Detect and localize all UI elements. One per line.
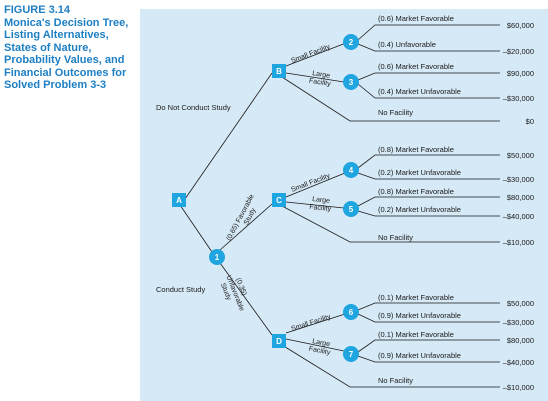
svg-text:C: C — [276, 196, 282, 205]
outcome-label: (0.4) Market Unfavorable — [378, 87, 461, 96]
branch-line — [285, 201, 345, 209]
svg-text:B: B — [276, 67, 282, 76]
outcome-label: (0.4) Unfavorable — [378, 40, 436, 49]
outcome-label: (0.9) Market Unfavorable — [378, 311, 461, 320]
payoff-value: –$30,000 — [503, 94, 534, 103]
no-facility-label: No Facility — [378, 233, 413, 242]
payoff-value: –$20,000 — [503, 47, 534, 56]
no-facility-label: No Facility — [378, 108, 413, 117]
figure-number: FIGURE 3.14 — [4, 4, 71, 16]
payoff-value: $50,000 — [507, 151, 534, 160]
branch-line — [357, 72, 500, 81]
chance-node-6: 6 — [343, 304, 359, 320]
svg-text:Facility: Facility — [308, 78, 331, 88]
svg-text:Large: Large — [312, 70, 331, 80]
decision-node-C: C — [272, 193, 286, 207]
branch-line — [357, 43, 500, 52]
no-facility-label: No Facility — [378, 376, 413, 385]
outcome-label: (0.6) Market Favorable — [378, 14, 454, 23]
branch-line — [219, 262, 273, 336]
do-not-conduct-study-label: Do Not Conduct Study — [156, 103, 231, 112]
svg-text:Large: Large — [312, 196, 331, 205]
outcome-label: (0.1) Market Favorable — [378, 293, 454, 302]
branch-line — [357, 302, 500, 311]
outcome-label: (0.9) Market Unfavorable — [378, 351, 461, 360]
branch-line — [179, 204, 213, 253]
branch-line — [357, 196, 500, 207]
payoff-value: $50,000 — [507, 299, 534, 308]
branch-line — [357, 154, 500, 169]
figure-title: Monica's Decision Tree, Listing Alternat… — [4, 16, 129, 92]
payoff-value: $90,000 — [507, 69, 534, 78]
decision-tree-panel: A B C D 1 2 3 4 5 6 7 Do Not Conduct — [140, 9, 548, 401]
tree-branches — [179, 24, 500, 388]
payoff-value: $0 — [526, 117, 534, 126]
svg-text:3: 3 — [349, 78, 354, 87]
branch-line — [357, 83, 500, 99]
payoff-value: –$30,000 — [503, 175, 534, 184]
branch-line — [285, 42, 347, 67]
svg-text:7: 7 — [349, 350, 354, 359]
large-facility-label: Large Facility — [309, 196, 332, 213]
branch-line — [281, 76, 500, 122]
branch-line — [281, 344, 500, 388]
svg-text:D: D — [276, 337, 282, 346]
chance-node-7: 7 — [343, 346, 359, 362]
svg-text:4: 4 — [349, 166, 354, 175]
chance-node-4: 4 — [343, 162, 359, 178]
decision-node-D: D — [272, 334, 286, 348]
outcome-label: (0.6) Market Favorable — [378, 62, 454, 71]
payoff-value: $60,000 — [507, 21, 534, 30]
chance-node-3: 3 — [343, 74, 359, 90]
branch-line — [357, 210, 500, 217]
payoff-value: –$10,000 — [503, 383, 534, 392]
decision-node-A: A — [172, 193, 186, 207]
svg-text:A: A — [176, 196, 182, 205]
branch-line — [285, 172, 346, 198]
branch-line — [184, 72, 273, 200]
payoff-value: –$40,000 — [503, 358, 534, 367]
svg-text:5: 5 — [349, 205, 354, 214]
payoff-value: –$40,000 — [503, 212, 534, 221]
chance-node-2: 2 — [343, 34, 359, 50]
large-facility-label: Large Facility — [308, 338, 331, 357]
payoff-value: $80,000 — [507, 336, 534, 345]
unfavorable-study-label: (0.35) Unfavorable Study — [219, 275, 248, 313]
chance-node-1: 1 — [209, 249, 225, 265]
payoff-value: –$10,000 — [503, 238, 534, 247]
decision-tree: A B C D 1 2 3 4 5 6 7 Do Not Conduct — [156, 14, 534, 392]
branch-line — [285, 338, 345, 352]
branch-line — [219, 203, 273, 251]
outcome-label: (0.2) Market Unfavorable — [378, 205, 461, 214]
small-facility-label: Small Facility — [290, 172, 331, 193]
outcome-label: (0.8) Market Favorable — [378, 145, 454, 154]
branch-line — [357, 24, 500, 41]
svg-text:1: 1 — [215, 253, 220, 262]
svg-text:Large: Large — [312, 338, 331, 348]
svg-text:Facility: Facility — [308, 346, 331, 357]
branch-line — [357, 172, 500, 180]
svg-text:6: 6 — [349, 308, 354, 317]
branch-line — [285, 313, 346, 334]
small-facility-label: Small Facility — [290, 313, 332, 333]
conduct-study-label: Conduct Study — [156, 285, 205, 294]
payoff-value: –$30,000 — [503, 318, 534, 327]
branch-line — [285, 72, 345, 83]
payoff-value: $80,000 — [507, 193, 534, 202]
chance-node-5: 5 — [343, 201, 359, 217]
decision-node-B: B — [272, 64, 286, 78]
outcome-label: (0.2) Market Unfavorable — [378, 168, 461, 177]
branch-line — [357, 355, 500, 363]
svg-text:2: 2 — [349, 38, 354, 47]
branch-line — [357, 313, 500, 323]
large-facility-label: Large Facility — [308, 70, 331, 88]
outcome-label: (0.8) Market Favorable — [378, 187, 454, 196]
svg-text:Facility: Facility — [309, 204, 332, 213]
small-facility-label: Small Facility — [290, 43, 331, 64]
branch-line — [357, 339, 500, 353]
outcome-label: (0.1) Market Favorable — [378, 330, 454, 339]
figure-caption: FIGURE 3.14 Monica's Decision Tree, List… — [4, 4, 136, 92]
branch-line — [281, 205, 500, 243]
favorable-study-label: (0.65) Favorable Study — [226, 193, 258, 242]
